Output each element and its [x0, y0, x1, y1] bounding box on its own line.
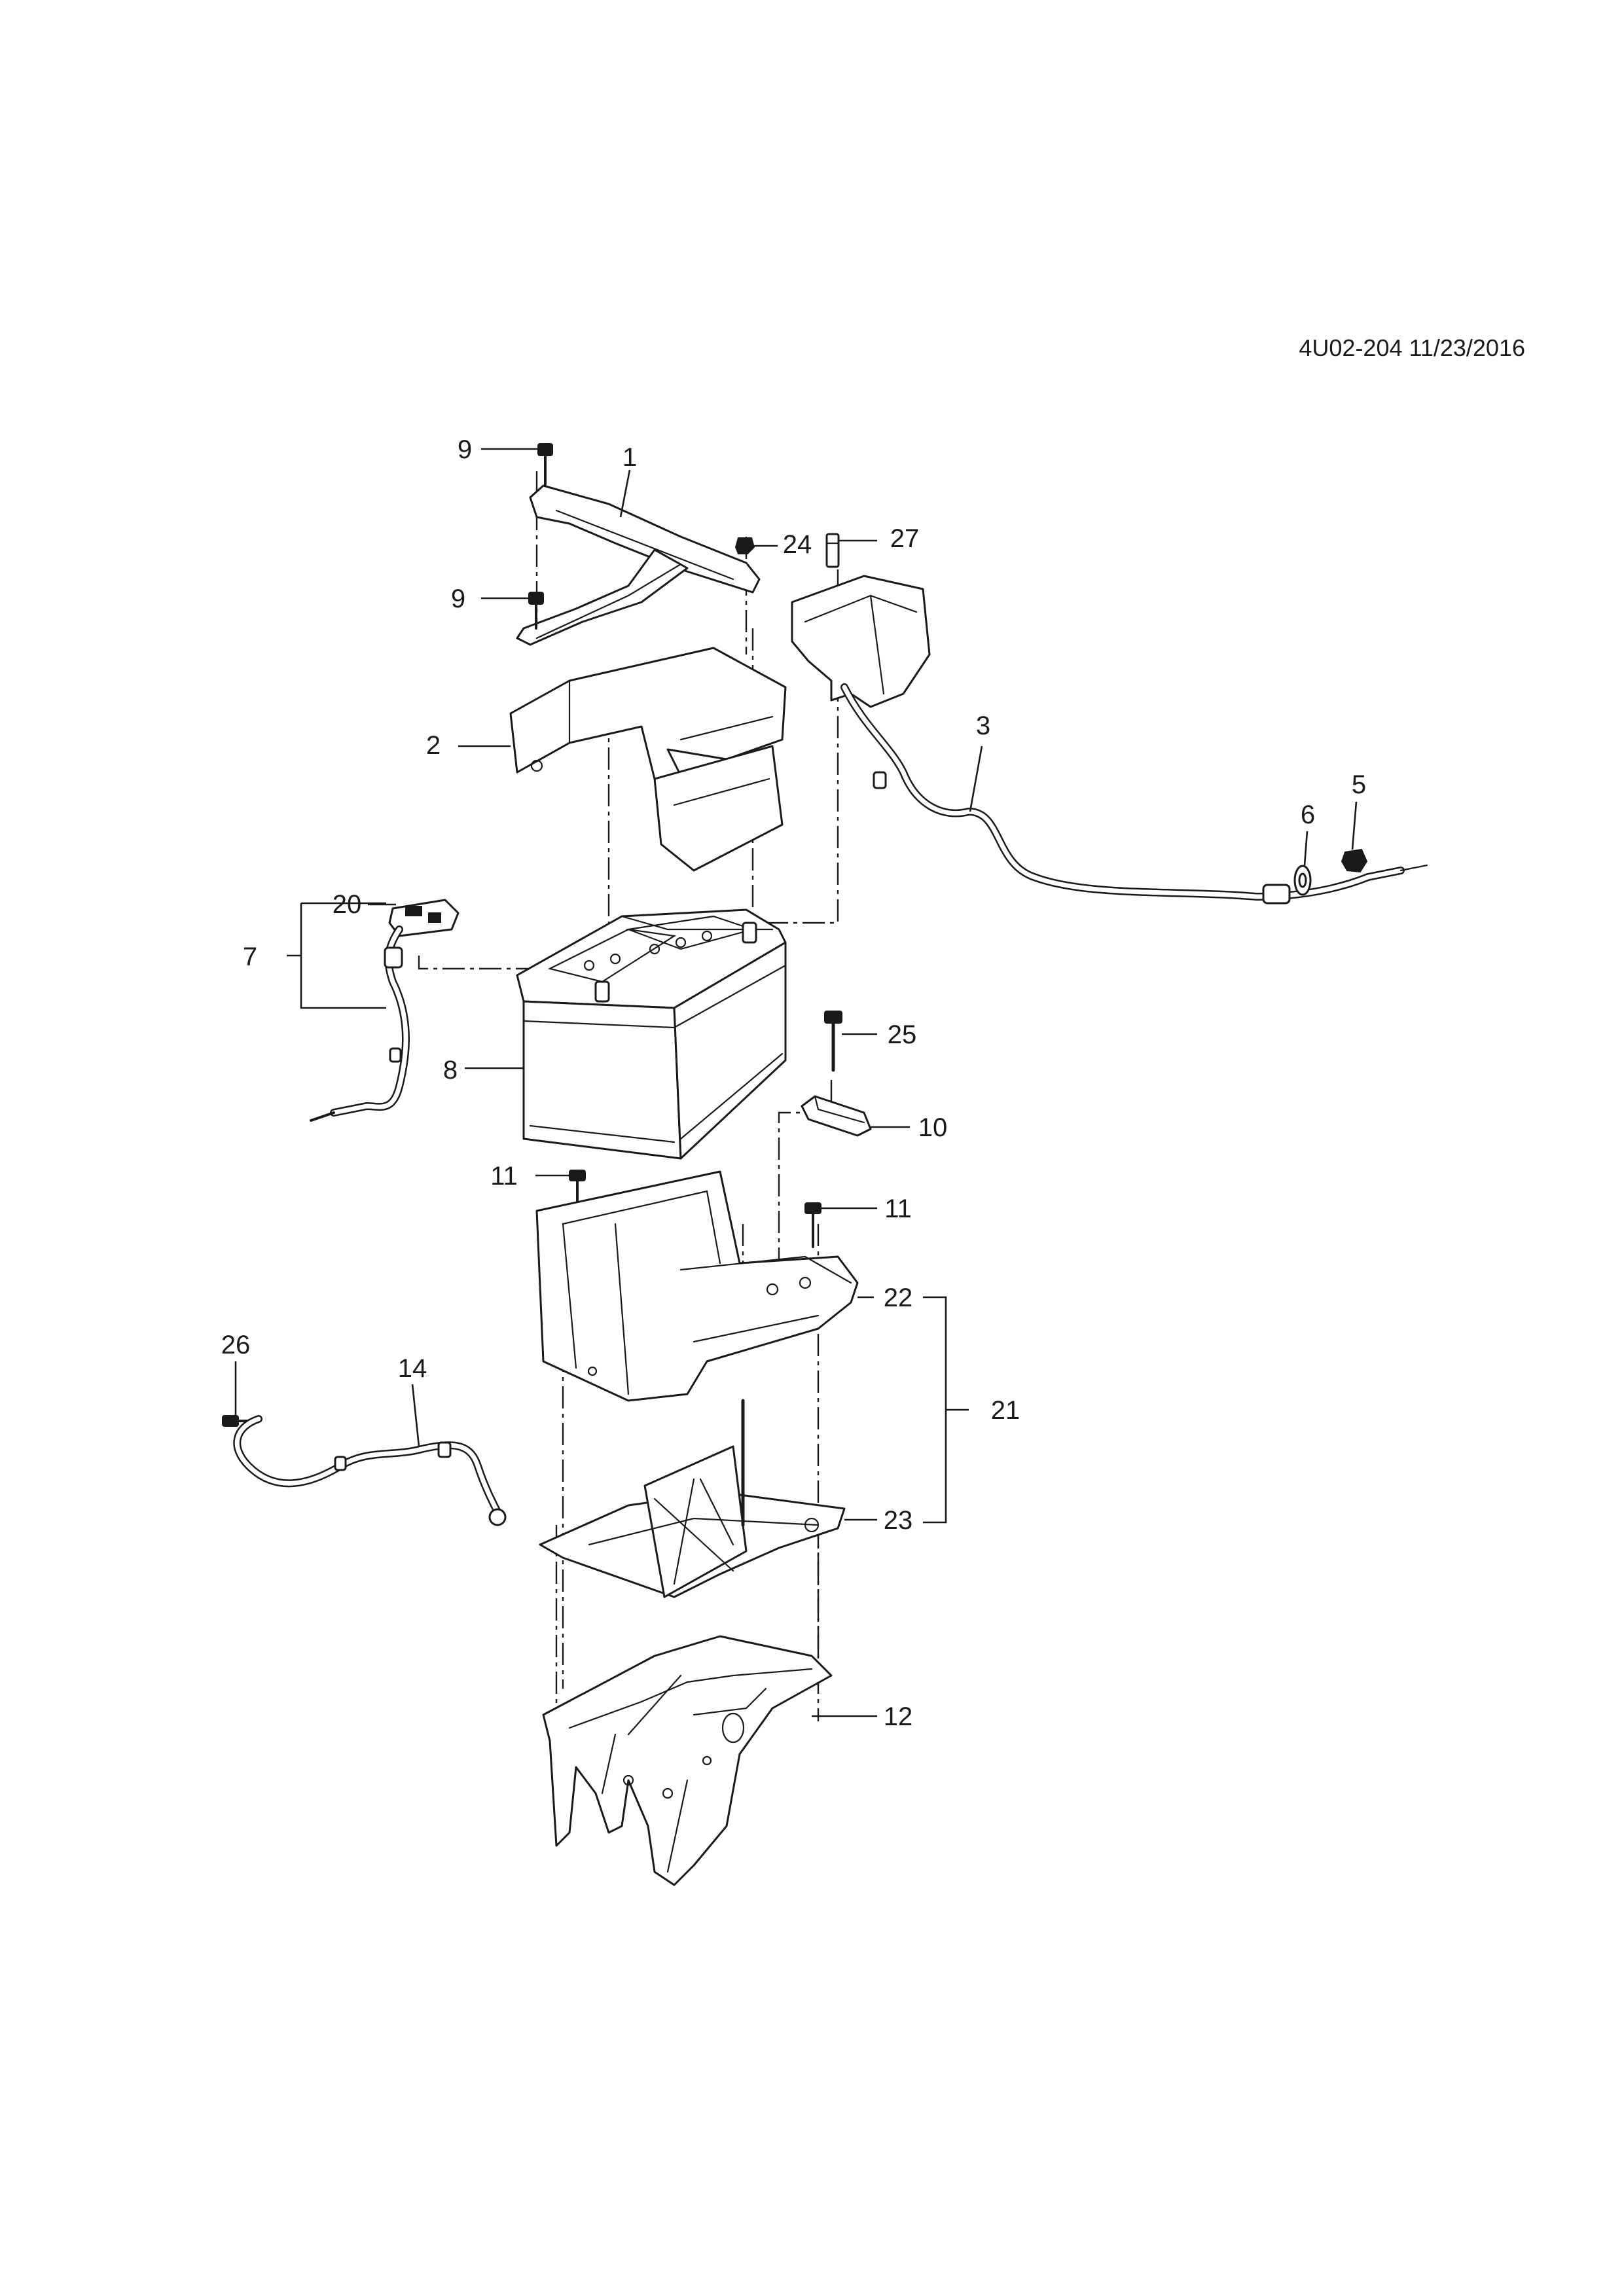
- callout-5: 5: [1352, 770, 1366, 799]
- callout-7: 7: [243, 942, 257, 971]
- battery-sensor-20: [388, 899, 460, 937]
- battery-tray-22: [535, 1170, 859, 1402]
- callout-25: 25: [888, 1020, 917, 1049]
- callout-23: 23: [884, 1506, 913, 1535]
- callout-3: 3: [976, 711, 990, 740]
- battery-cover-2: [509, 647, 787, 872]
- stud-27: [825, 533, 840, 568]
- callout-11-left: 11: [490, 1162, 518, 1191]
- callout-14: 14: [398, 1354, 427, 1383]
- leader-lines: [234, 448, 1358, 1717]
- grommet-6: [1293, 865, 1312, 896]
- negative-cable-7: [310, 925, 410, 1122]
- hold-down-clamp-1: [516, 484, 761, 646]
- callout-11-right: 11: [884, 1194, 912, 1223]
- callout-27: 27: [890, 524, 920, 553]
- positive-cable-3: [791, 575, 1428, 905]
- ground-cable-14: [233, 1415, 507, 1526]
- hold-down-clamp-10: [801, 1095, 872, 1137]
- callout-labels: 9 1 24 27 9 2 3 5 6 20 7 8 25 10 11 11 2…: [221, 435, 1366, 1731]
- callout-20: 20: [333, 890, 362, 919]
- callout-8: 8: [443, 1056, 458, 1085]
- bolt-9-lower: [528, 592, 544, 630]
- callout-24: 24: [783, 530, 812, 559]
- callout-2: 2: [426, 731, 441, 760]
- callout-9-lower: 9: [451, 584, 465, 613]
- bolt-9-upper: [537, 443, 553, 486]
- callout-21: 21: [991, 1396, 1020, 1425]
- battery-8: [516, 908, 787, 1160]
- bolt-11-right: [804, 1202, 821, 1248]
- nut-5: [1341, 848, 1368, 873]
- document-reference: 4U02-204 11/23/2016: [1299, 334, 1525, 361]
- callout-1: 1: [623, 443, 637, 472]
- nut-24: [734, 537, 755, 554]
- bolt-25: [824, 1011, 842, 1072]
- support-bracket-12: [542, 1635, 833, 1886]
- callout-6: 6: [1301, 800, 1315, 829]
- callout-26: 26: [221, 1331, 251, 1359]
- callout-22: 22: [884, 1283, 913, 1312]
- callout-12: 12: [884, 1702, 913, 1731]
- callout-9-upper: 9: [458, 435, 472, 464]
- callout-10: 10: [918, 1113, 948, 1142]
- tray-base-23: [539, 1399, 846, 1598]
